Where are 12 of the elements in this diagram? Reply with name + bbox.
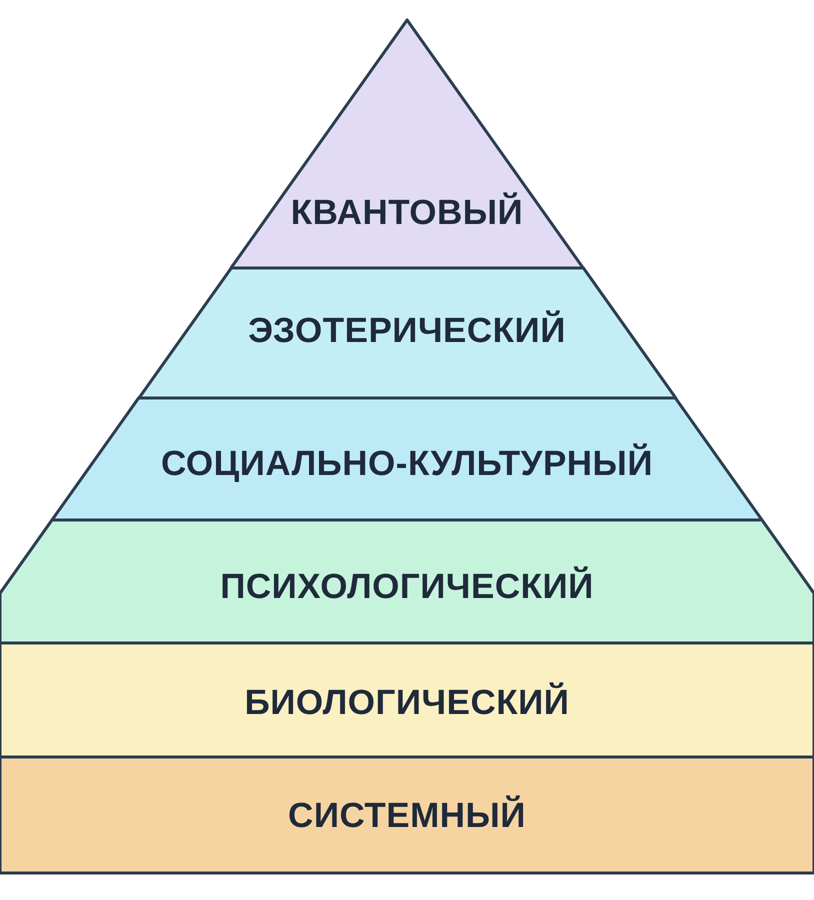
pyramid-tier (138, 268, 676, 398)
pyramid-tier (0, 757, 814, 873)
pyramid-tier (52, 398, 762, 520)
tier-label: БИОЛОГИЧЕСКИЙ (244, 683, 570, 723)
tier-label: СОЦИАЛЬНО-КУЛЬТУРНЫЙ (161, 444, 653, 484)
pyramid-tier (0, 643, 814, 757)
tier-label: СИСТЕМНЫЙ (288, 796, 526, 836)
tier-label: ПСИХОЛОГИЧЕСКИЙ (220, 567, 594, 607)
pyramid-tier (0, 520, 814, 643)
tier-label: КВАНТОВЫЙ (290, 193, 524, 233)
pyramid-tier (230, 20, 584, 268)
tier-label: ЭЗОТЕРИЧЕСКИЙ (248, 311, 566, 351)
